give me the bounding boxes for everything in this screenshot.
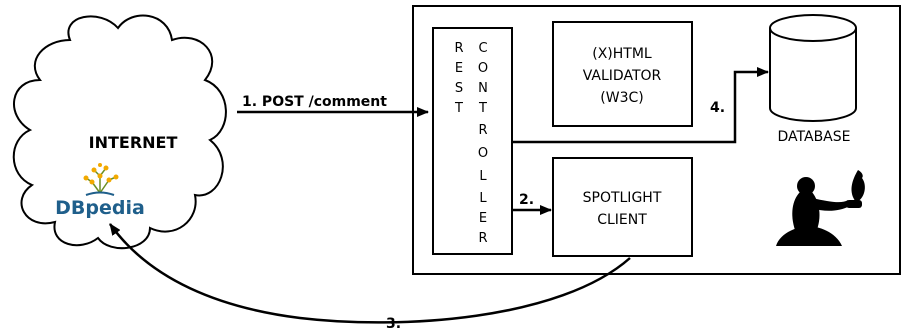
internet-label: INTERNET — [89, 133, 178, 152]
step-3-label: 3. — [386, 316, 401, 332]
spotlight-client-box — [552, 157, 693, 257]
svg-text:C: C — [478, 41, 487, 56]
svg-text:O: O — [478, 146, 488, 161]
rest-controller-box — [432, 27, 513, 255]
spotlight-statue-icon — [776, 170, 865, 246]
svg-text:E: E — [479, 211, 487, 226]
post-comment-label: 1. POST /comment — [242, 94, 387, 110]
svg-text:L: L — [479, 169, 487, 184]
validator-box — [552, 21, 693, 127]
svg-text:T: T — [454, 101, 463, 116]
svg-text:T: T — [478, 101, 487, 116]
server-box — [412, 5, 901, 275]
database-label: DATABASE — [778, 129, 851, 145]
svg-text:N: N — [478, 81, 488, 96]
svg-text:(X)HTML: (X)HTML — [592, 46, 652, 62]
svg-text:VALIDATOR: VALIDATOR — [583, 68, 662, 84]
step-4-arrow — [512, 67, 769, 144]
svg-text:O: O — [478, 61, 488, 76]
step-2-label: 2. — [519, 192, 534, 208]
svg-text:L: L — [479, 191, 487, 206]
svg-text:(W3C): (W3C) — [600, 90, 643, 106]
dbpedia-logo-text: DBpedia — [55, 197, 145, 219]
svg-text:SPOTLIGHT: SPOTLIGHT — [583, 190, 662, 206]
svg-text:R: R — [454, 41, 463, 56]
svg-text:E: E — [455, 61, 463, 76]
svg-text:CLIENT: CLIENT — [597, 212, 647, 228]
validator-label: (X)HTML VALIDATOR (W3C) — [583, 46, 662, 106]
database-icon — [769, 14, 857, 122]
internet-cloud — [12, 14, 227, 250]
dbpedia-logo-icon: DBpedia — [55, 163, 145, 219]
rest-controller-label: R E S T C O N T R O L L E R — [454, 41, 488, 246]
step-3-arrow — [108, 223, 631, 324]
spotlight-client-label: SPOTLIGHT CLIENT — [583, 190, 662, 228]
step-4-label: 4. — [710, 100, 725, 116]
svg-text:S: S — [455, 81, 463, 96]
svg-text:R: R — [478, 123, 487, 138]
svg-text:R: R — [478, 231, 487, 246]
